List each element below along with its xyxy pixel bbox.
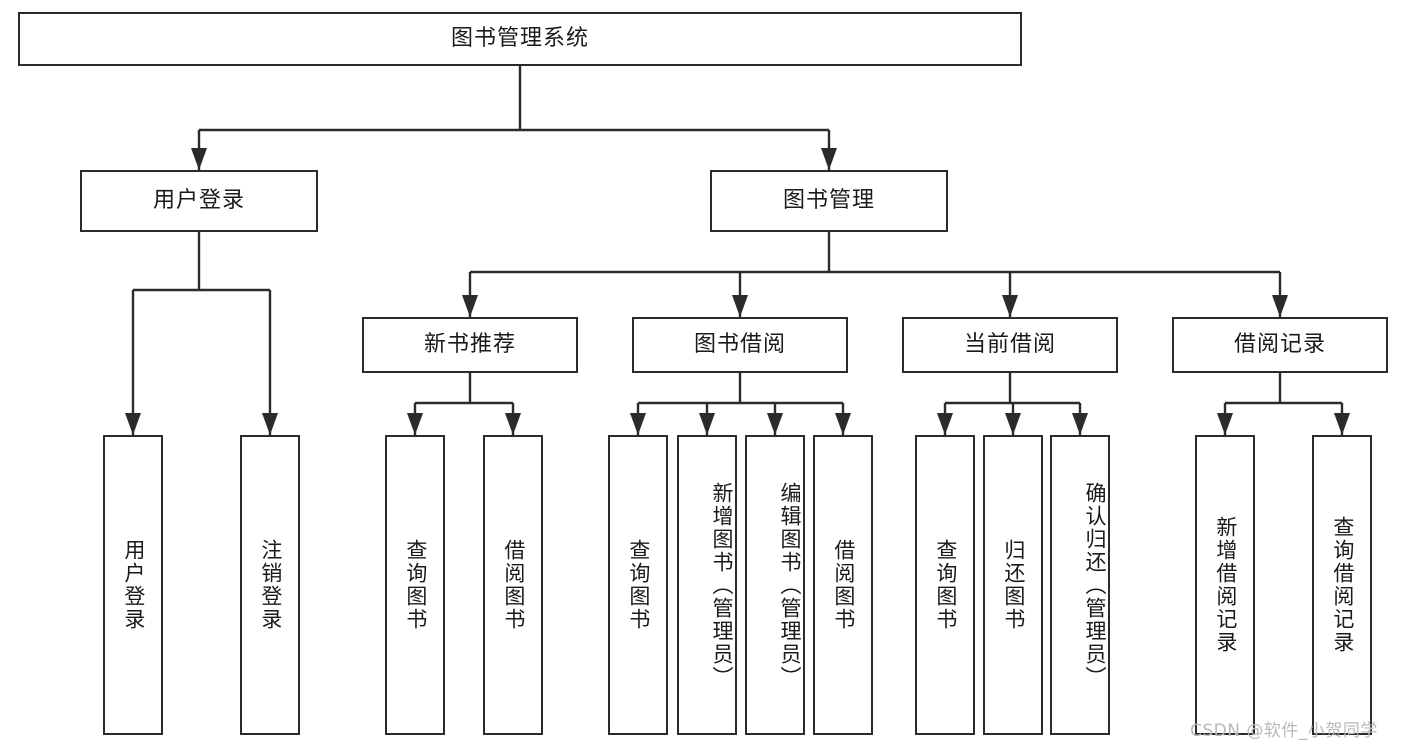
node-leaf-return-book: 归还图书 bbox=[983, 435, 1043, 735]
node-leaf-query-book-current: 查询图书 bbox=[915, 435, 975, 735]
node-label: 当前借阅 bbox=[963, 331, 1056, 357]
node-label: 查询图书 bbox=[403, 539, 428, 631]
arrow-head-icon-borrow-record bbox=[1272, 295, 1288, 317]
arrow-head-icon-book-borrow bbox=[732, 295, 748, 317]
node-borrow-record: 借阅记录 bbox=[1172, 317, 1388, 373]
node-label: 新增借阅记录 bbox=[1213, 516, 1238, 654]
arrow-head-icon-leaf-edit-book-admin bbox=[767, 413, 783, 435]
node-book-management: 图书管理 bbox=[710, 170, 948, 232]
node-leaf-query-borrow-record: 查询借阅记录 bbox=[1312, 435, 1372, 735]
arrow-head-icon-leaf-add-book-admin bbox=[699, 413, 715, 435]
arrow-head-icon-new-book-recommend bbox=[462, 295, 478, 317]
node-root: 图书管理系统 bbox=[18, 12, 1022, 66]
arrow-head-icon-leaf-query-borrow-record bbox=[1334, 413, 1350, 435]
node-label: 用户登录 bbox=[152, 187, 245, 213]
node-leaf-confirm-return-admin: 确认归还（管理员） bbox=[1050, 435, 1110, 735]
node-label: 新书推荐 bbox=[423, 331, 516, 357]
arrow-head-icon-leaf-user-login bbox=[125, 413, 141, 435]
node-user-login: 用户登录 bbox=[80, 170, 318, 232]
node-leaf-edit-book-admin: 编辑图书（管理员） bbox=[745, 435, 805, 735]
node-leaf-add-borrow-record: 新增借阅记录 bbox=[1195, 435, 1255, 735]
arrow-head-icon-leaf-borrow-book-rec bbox=[505, 413, 521, 435]
node-label: 查询借阅记录 bbox=[1330, 516, 1355, 654]
node-book-borrow: 图书借阅 bbox=[632, 317, 848, 373]
node-leaf-query-book-borrow: 查询图书 bbox=[608, 435, 668, 735]
node-leaf-query-book-rec: 查询图书 bbox=[385, 435, 445, 735]
arrow-head-icon-leaf-confirm-return-admin bbox=[1072, 413, 1088, 435]
node-label: 查询图书 bbox=[933, 539, 958, 631]
arrow-head-icon-user-login bbox=[191, 148, 207, 170]
arrow-head-icon-leaf-borrow-book bbox=[835, 413, 851, 435]
node-label: 图书管理 bbox=[782, 187, 875, 213]
arrow-head-icon-leaf-add-borrow-record bbox=[1217, 413, 1233, 435]
node-label: 确认归还（管理员） bbox=[1083, 481, 1107, 689]
node-label: 用户登录 bbox=[121, 539, 146, 631]
node-leaf-add-book-admin: 新增图书（管理员） bbox=[677, 435, 737, 735]
node-new-book-recommend: 新书推荐 bbox=[362, 317, 578, 373]
arrow-head-icon-current-borrow bbox=[1002, 295, 1018, 317]
node-label: 图书借阅 bbox=[693, 331, 786, 357]
node-label: 新增图书（管理员） bbox=[710, 481, 734, 689]
node-current-borrow: 当前借阅 bbox=[902, 317, 1118, 373]
node-label: 借阅图书 bbox=[501, 539, 526, 631]
node-leaf-user-logout: 注销登录 bbox=[240, 435, 300, 735]
node-label: 借阅记录 bbox=[1233, 331, 1326, 357]
arrow-head-icon-leaf-query-book-borrow bbox=[630, 413, 646, 435]
node-leaf-borrow-book-rec: 借阅图书 bbox=[483, 435, 543, 735]
node-label: 注销登录 bbox=[258, 539, 283, 631]
node-leaf-user-login: 用户登录 bbox=[103, 435, 163, 735]
arrow-head-icon-leaf-query-book-rec bbox=[407, 413, 423, 435]
arrow-head-icon-leaf-query-book-current bbox=[937, 413, 953, 435]
node-label: 查询图书 bbox=[626, 539, 651, 631]
node-leaf-borrow-book: 借阅图书 bbox=[813, 435, 873, 735]
arrow-head-icon-leaf-return-book bbox=[1005, 413, 1021, 435]
arrow-head-icon-leaf-user-logout bbox=[262, 413, 278, 435]
arrow-head-icon-book-management bbox=[821, 148, 837, 170]
node-label: 借阅图书 bbox=[831, 539, 856, 631]
node-label: 编辑图书（管理员） bbox=[778, 481, 802, 689]
node-label: 归还图书 bbox=[1001, 539, 1026, 631]
node-label: 图书管理系统 bbox=[450, 25, 589, 51]
